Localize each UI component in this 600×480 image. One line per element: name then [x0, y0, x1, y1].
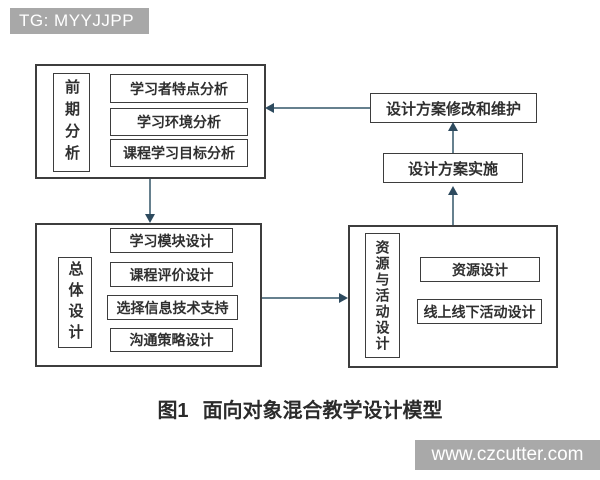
box-resource-design: 资源设计	[420, 257, 540, 282]
group-label-text: 前期分析	[63, 78, 80, 167]
connector-resource-to-implementation	[452, 195, 454, 225]
box-learner-characteristics-analysis: 学习者特点分析	[110, 74, 248, 103]
figure-caption: 图1 面向对象混合教学设计模型	[0, 394, 600, 423]
arrowhead-down-icon	[145, 214, 155, 223]
group-label-text: 总体设计	[66, 260, 84, 345]
box-design-plan-revision-maintenance: 设计方案修改和维护	[370, 93, 537, 123]
tag-banner: TG: MYYJJPP	[10, 8, 149, 34]
group-label-overall-design: 总体设计	[58, 257, 92, 348]
box-course-evaluation-design: 课程评价设计	[110, 262, 233, 287]
box-learning-environment-analysis: 学习环境分析	[110, 108, 248, 136]
connector-preliminary-to-overall	[149, 179, 151, 215]
watermark: www.czcutter.com	[415, 440, 600, 470]
arrowhead-left-icon	[265, 103, 274, 113]
figure-number: 图1	[157, 400, 189, 422]
connector-revision-to-preliminary	[274, 107, 370, 109]
connector-implementation-to-revision	[452, 131, 454, 153]
box-online-offline-activity-design: 线上线下活动设计	[417, 299, 542, 324]
group-label-resource-activity-design: 资源与活动设计	[365, 233, 400, 358]
figure-title: 面向对象混合教学设计模型	[202, 400, 443, 422]
connector-overall-to-resource	[262, 297, 340, 299]
arrowhead-up-icon	[448, 122, 458, 131]
box-design-plan-implementation: 设计方案实施	[383, 153, 523, 183]
group-label-preliminary-analysis: 前期分析	[53, 73, 90, 172]
box-communication-strategy-design: 沟通策略设计	[110, 328, 233, 352]
box-learning-module-design: 学习模块设计	[110, 228, 233, 253]
box-select-it-support: 选择信息技术支持	[107, 295, 238, 320]
group-label-text: 资源与活动设计	[374, 239, 391, 352]
arrowhead-up-icon	[448, 186, 458, 195]
box-course-learning-objectives-analysis: 课程学习目标分析	[110, 139, 248, 167]
arrowhead-right-icon	[339, 293, 348, 303]
